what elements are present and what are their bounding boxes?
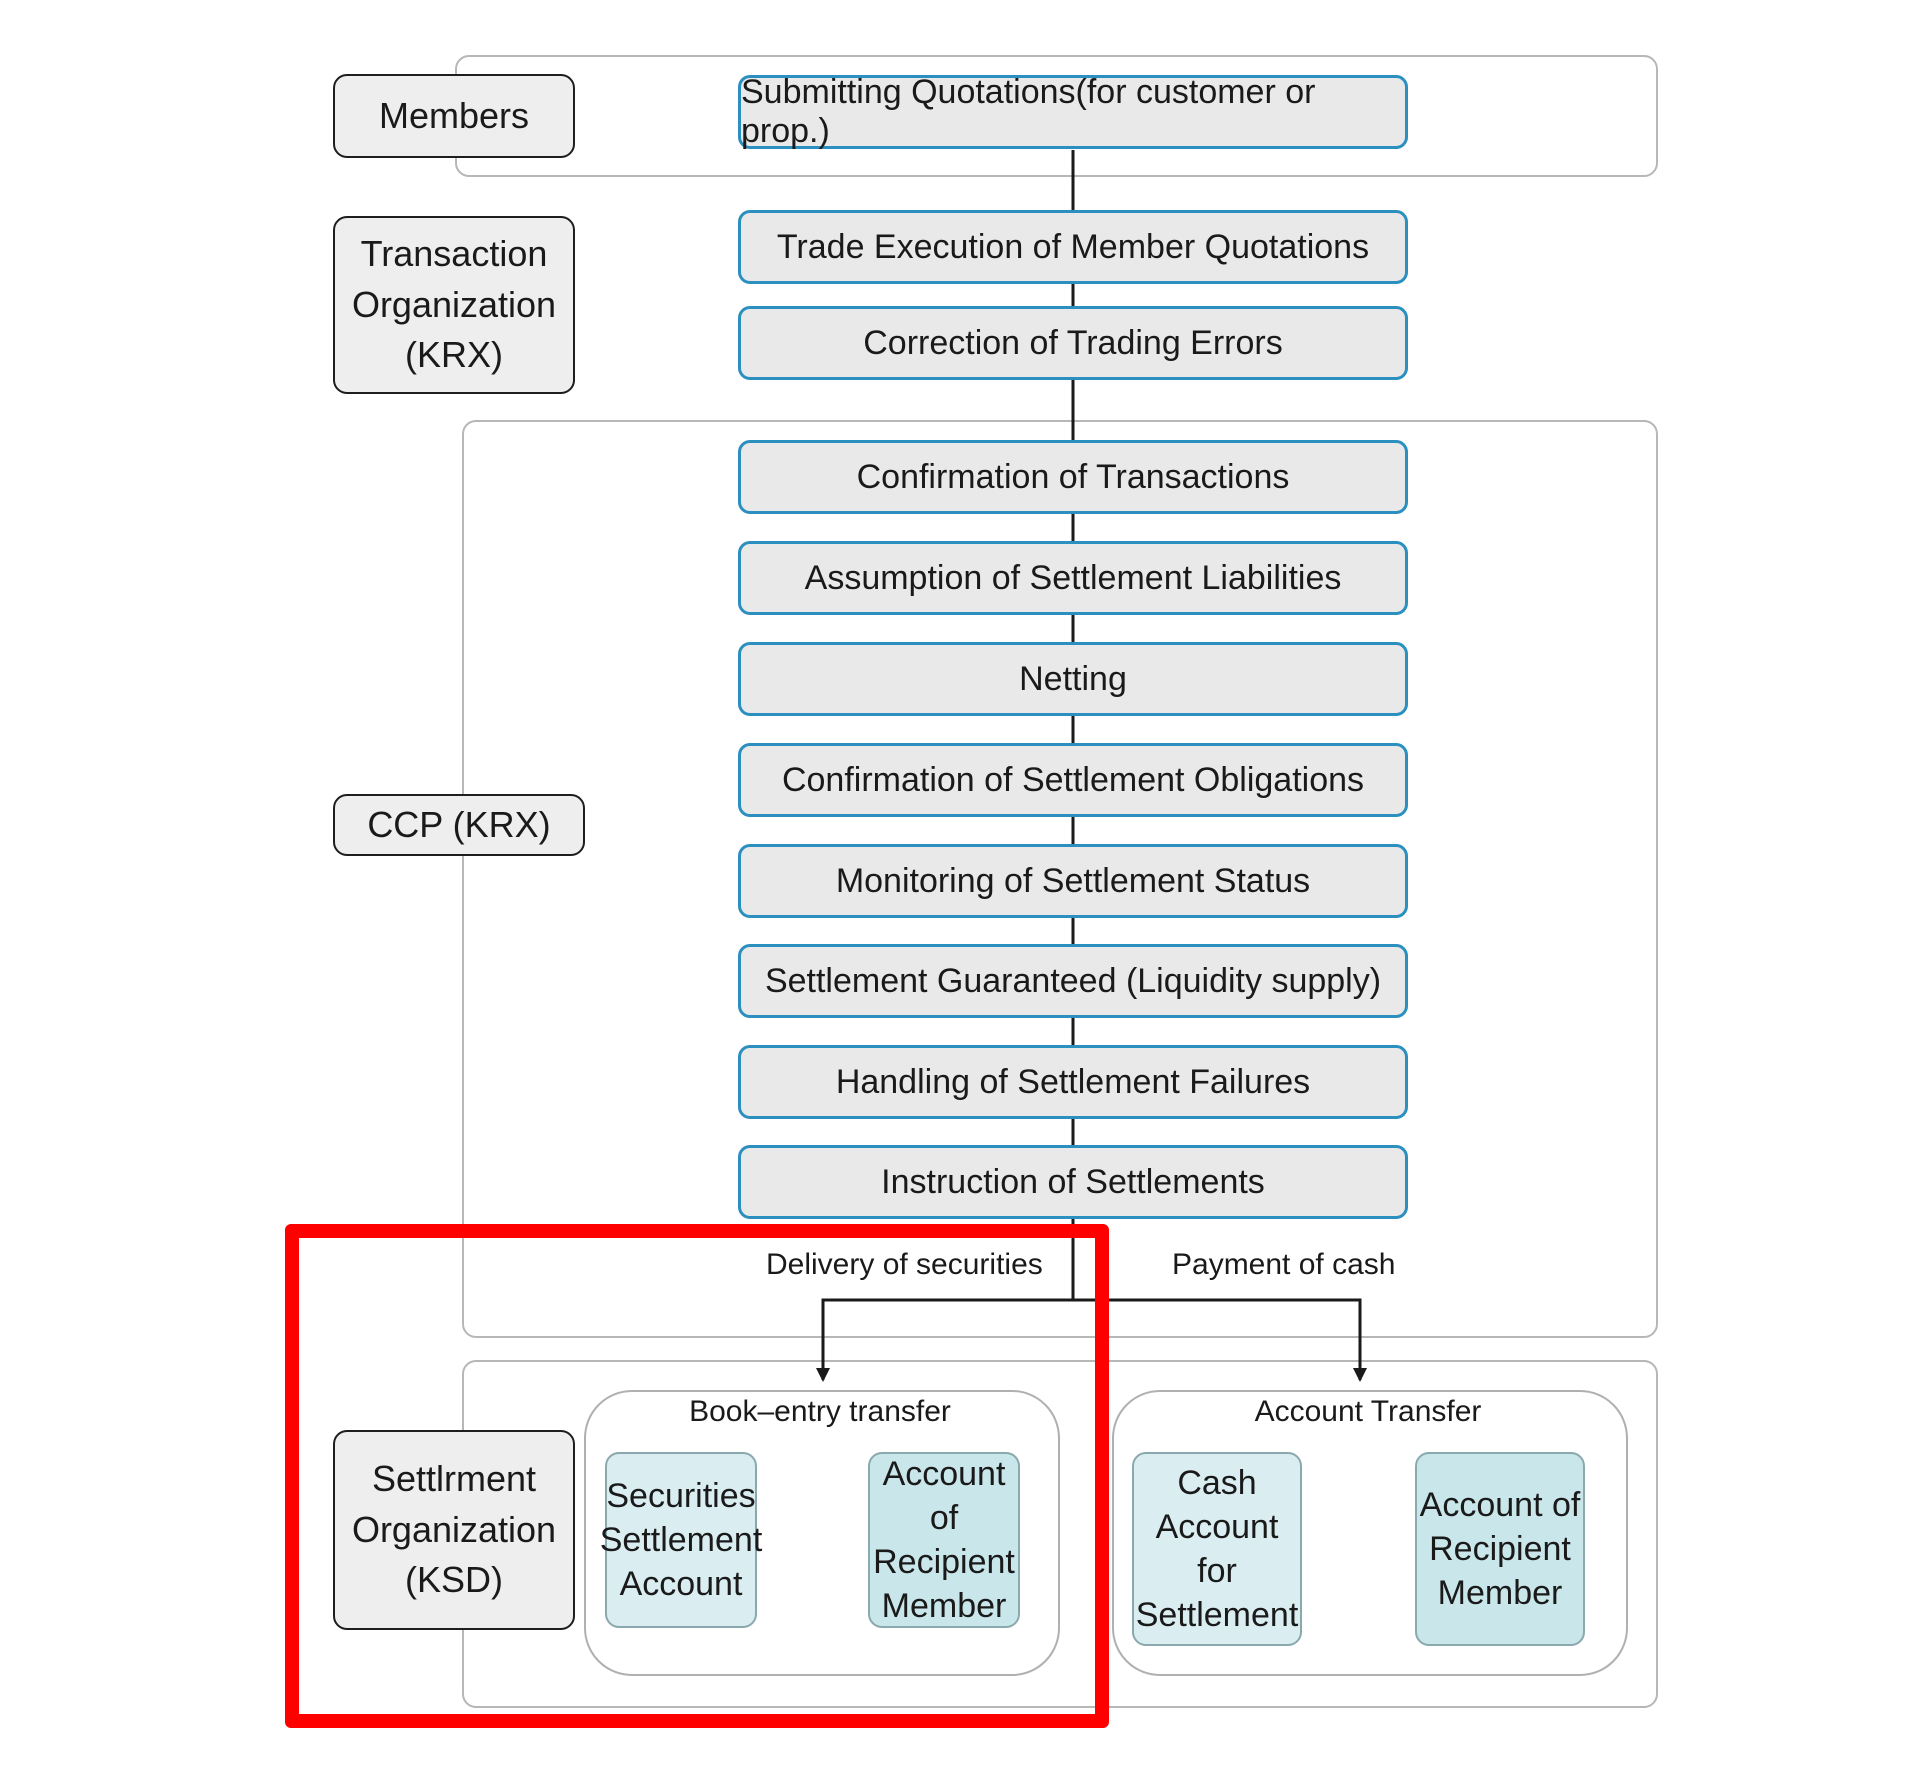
step-instruction-of-settlements: Instruction of Settlements <box>738 1145 1408 1219</box>
payment-of-cash-label: Payment of cash <box>1172 1248 1396 1281</box>
step-confirmation-of-transactions: Confirmation of Transactions <box>738 440 1408 514</box>
step-trade-execution: Trade Execution of Member Quotations <box>738 210 1408 284</box>
payment-arrow <box>1073 1298 1367 1382</box>
delivery-arrow <box>816 1298 1073 1382</box>
step-settlement-guaranteed: Settlement Guaranteed (Liquidity supply) <box>738 944 1408 1018</box>
members-label: Members <box>333 74 575 158</box>
step-netting: Netting <box>738 642 1408 716</box>
cash-recipient-member-account: Account of Recipient Member <box>1415 1452 1585 1646</box>
step-monitoring-settlement-status: Monitoring of Settlement Status <box>738 844 1408 918</box>
delivery-of-securities-label: Delivery of securities <box>766 1248 1043 1281</box>
step-assumption-of-liabilities: Assumption of Settlement Liabilities <box>738 541 1408 615</box>
settlement-organization-label: Settlrment Organization (KSD) <box>333 1430 575 1630</box>
step-correction-of-errors: Correction of Trading Errors <box>738 306 1408 380</box>
transaction-organization-label: Transaction Organization (KRX) <box>333 216 575 394</box>
highlight-box <box>285 1224 1109 1728</box>
cash-settlement-account: Cash Account for Settlement <box>1132 1452 1302 1646</box>
step-submitting-quotations: Submitting Quotations(for customer or pr… <box>738 73 1408 150</box>
securities-settlement-account: Securities Settlement Account <box>600 1452 762 1628</box>
step-handling-failures: Handling of Settlement Failures <box>738 1045 1408 1119</box>
ccp-label: CCP (KRX) <box>333 794 585 856</box>
step-confirmation-of-obligations: Confirmation of Settlement Obligations <box>738 743 1408 817</box>
securities-recipient-member-account: Account of Recipient Member <box>868 1452 1020 1628</box>
book-entry-transfer-title: Book–entry transfer <box>689 1395 951 1428</box>
ccp-frame <box>462 420 1658 1338</box>
account-transfer-title: Account Transfer <box>1254 1395 1482 1428</box>
